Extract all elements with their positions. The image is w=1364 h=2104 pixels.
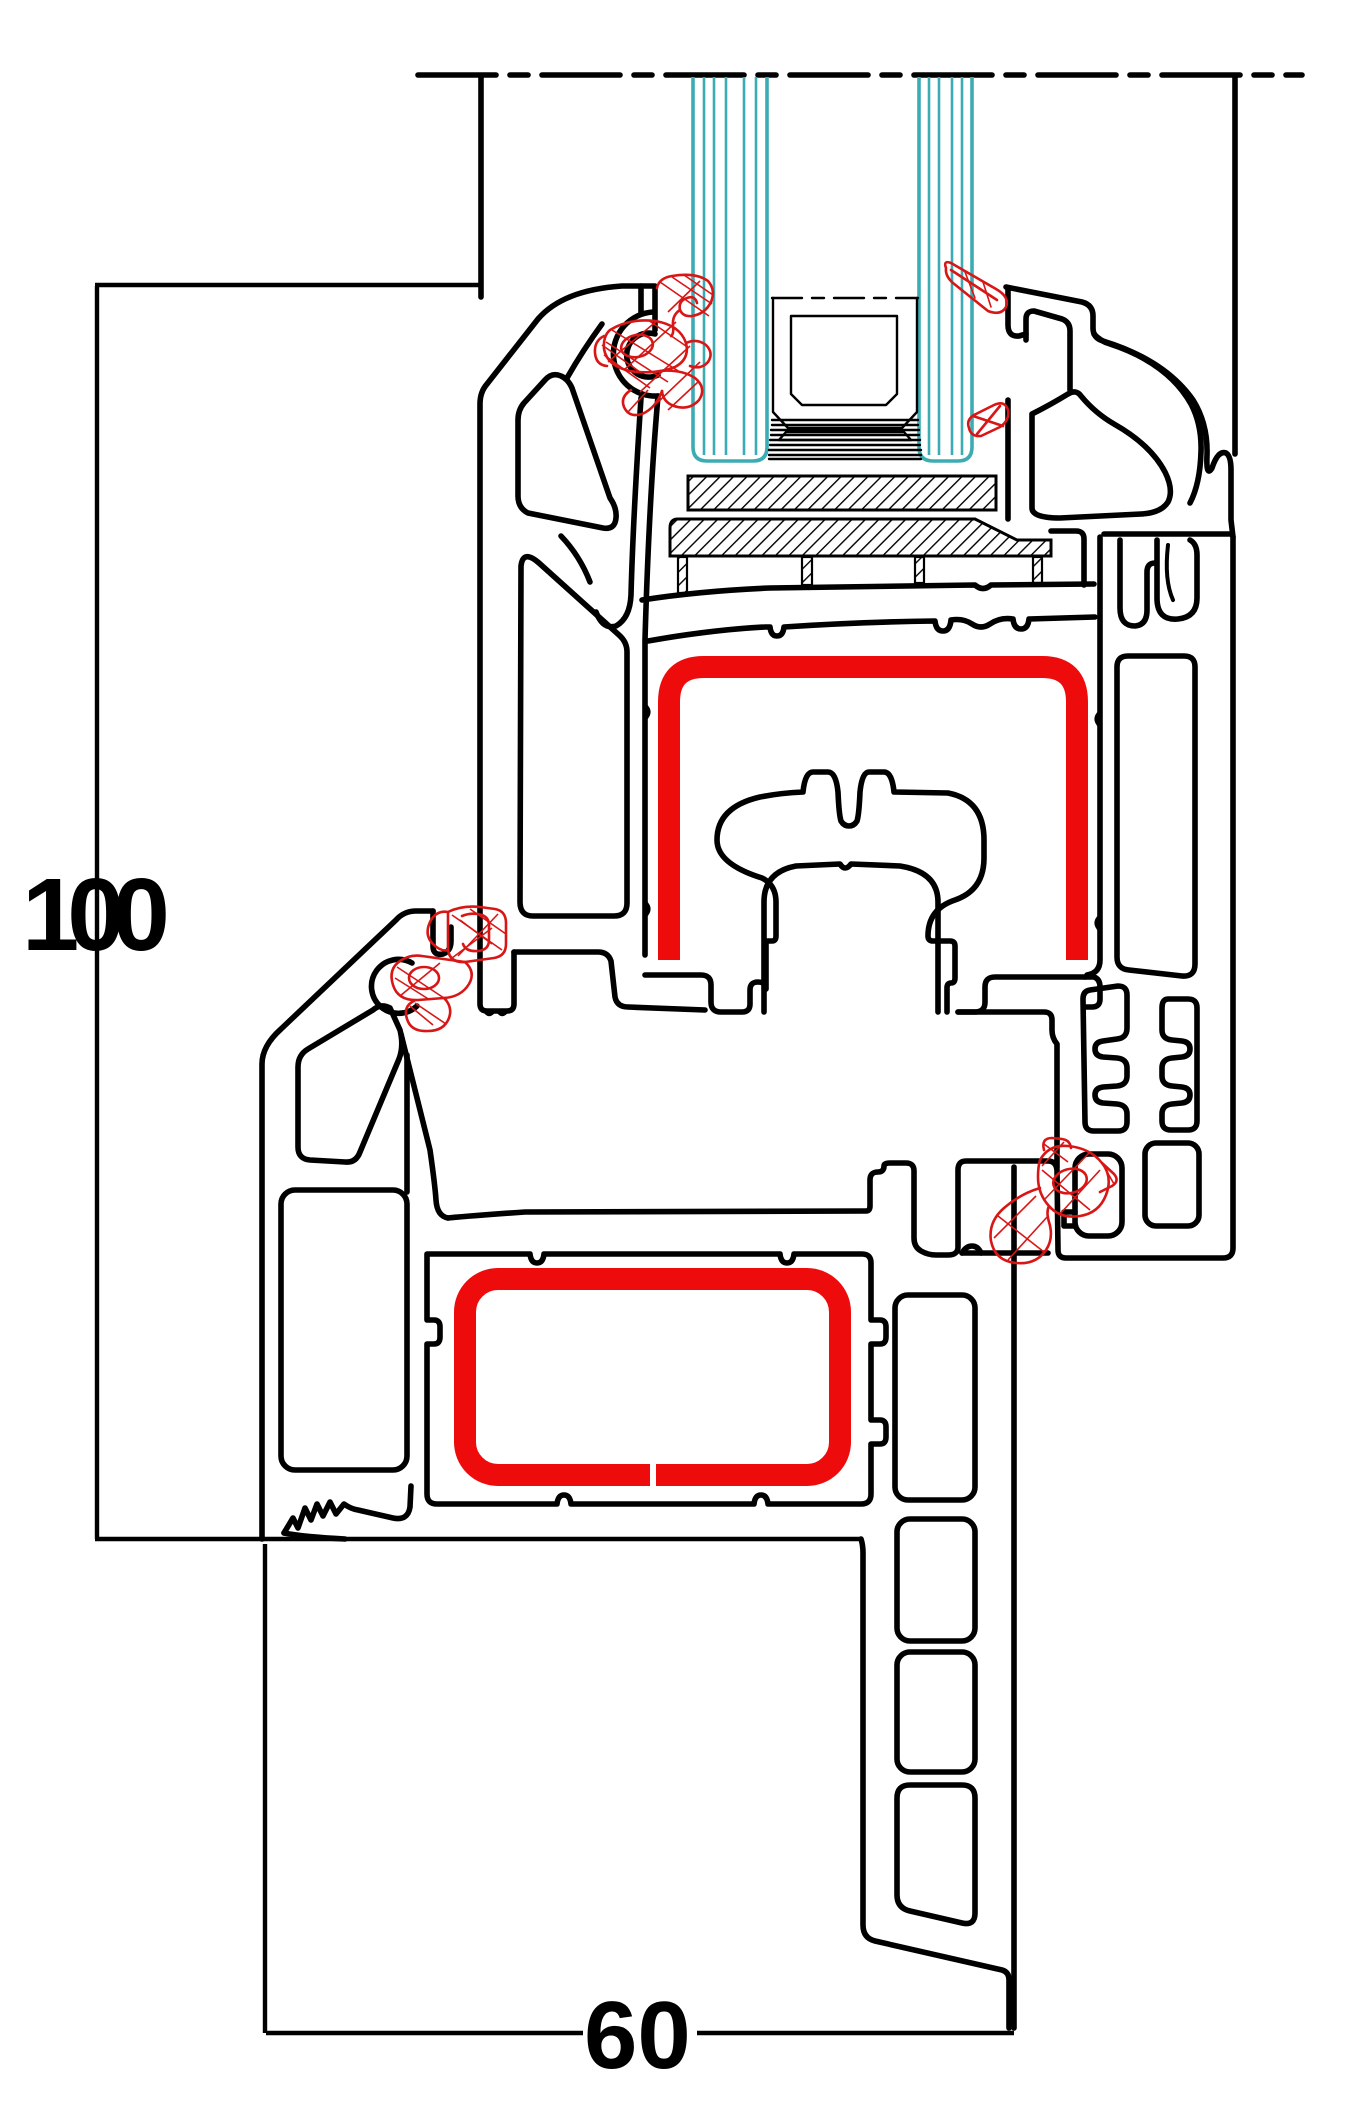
- svg-text:60: 60: [584, 1982, 691, 2089]
- svg-text:100: 100: [22, 857, 167, 972]
